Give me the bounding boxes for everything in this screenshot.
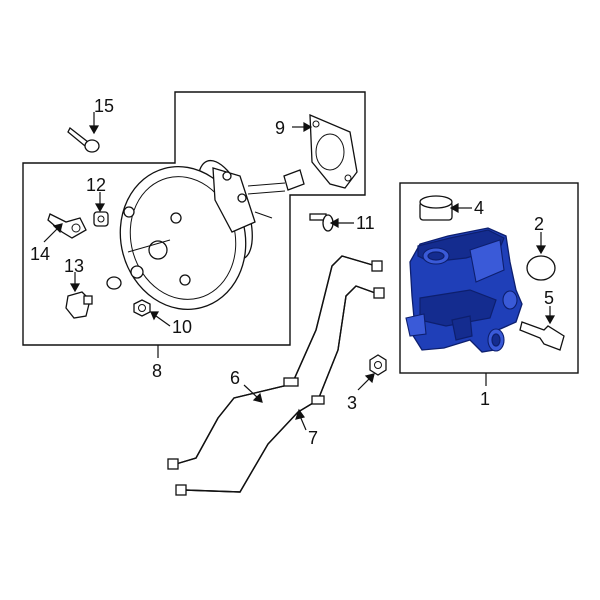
seal-ring (526, 255, 556, 281)
callout-6: 6 (230, 368, 240, 388)
callout-12: 12 (86, 175, 106, 195)
nut-10 (133, 299, 151, 317)
callout-2: 2 (534, 214, 544, 234)
bolt-15 (67, 127, 100, 153)
callout-8: 8 (152, 361, 162, 381)
sensor-13 (65, 291, 93, 319)
callout-5: 5 (544, 288, 554, 308)
callout-13: 13 (64, 256, 84, 276)
booster-assembly-box (22, 91, 366, 346)
callout-11: 11 (356, 213, 375, 233)
washer (106, 276, 122, 290)
master-cylinder-box (399, 182, 579, 374)
master-cylinder (405, 227, 523, 353)
bolt-11 (309, 213, 334, 232)
brake-line-6 (167, 255, 383, 470)
callout-14: 14 (30, 244, 50, 264)
brake-booster (119, 159, 305, 311)
callout-4: 4 (474, 198, 484, 218)
grommet-12 (93, 211, 109, 227)
callout-15: 15 (94, 96, 114, 116)
callout-1: 1 (480, 389, 490, 409)
nut-3 (369, 354, 387, 376)
reservoir-cap (419, 195, 453, 221)
callout-labels: 1 2 3 4 5 6 7 8 9 10 11 12 13 14 15 (30, 96, 554, 448)
callout-3: 3 (347, 393, 357, 413)
sensor-5 (519, 321, 565, 351)
brake-line-7 (175, 285, 385, 496)
callout-7: 7 (308, 428, 318, 448)
check-valve-14 (47, 213, 87, 239)
callout-10: 10 (172, 317, 192, 337)
leader-lines (43, 112, 556, 431)
gasket (309, 113, 358, 189)
callout-9: 9 (275, 118, 285, 138)
